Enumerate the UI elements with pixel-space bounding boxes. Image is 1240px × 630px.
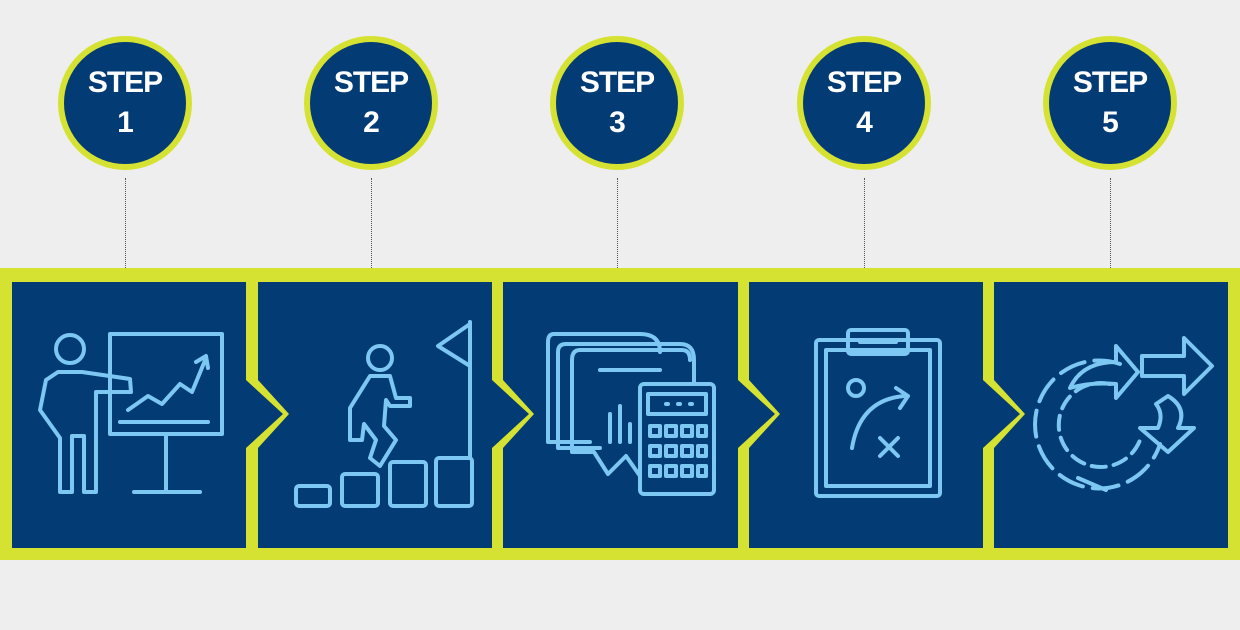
step-3-badge: STEP 3 [550,36,684,170]
step-5-label: STEP [1072,66,1148,99]
step-1-badge: STEP 1 [58,36,192,170]
presentation-chart-icon [38,332,224,494]
step-2-badge: STEP 2 [304,36,438,170]
strategy-clipboard-icon [814,328,942,498]
step-2-panel [258,282,529,548]
step-2-label: STEP [333,66,409,99]
documents-calculator-icon [546,332,716,496]
step-2-number: 2 [363,106,380,139]
step-4-connector [864,178,865,270]
step-3-connector [617,178,618,270]
step-3-label: STEP [579,66,655,99]
step-4-badge: STEP 4 [797,36,931,170]
step-1-label: STEP [87,66,163,99]
step-1-number: 1 [117,106,134,139]
step-4-number: 4 [856,106,873,139]
step-2-connector [371,178,372,270]
step-3-number: 3 [609,106,626,139]
step-5-panel [994,282,1228,548]
step-1-panel [12,282,283,548]
step-1-connector [125,178,126,270]
step-4-panel [749,282,1020,548]
step-5-connector [1110,178,1111,270]
step-5-number: 5 [1102,106,1119,139]
step-4-label: STEP [826,66,902,99]
climbing-stairs-flag-icon [294,320,474,508]
step-5-badge: STEP 5 [1043,36,1177,170]
cycle-arrows-icon [1033,336,1214,492]
